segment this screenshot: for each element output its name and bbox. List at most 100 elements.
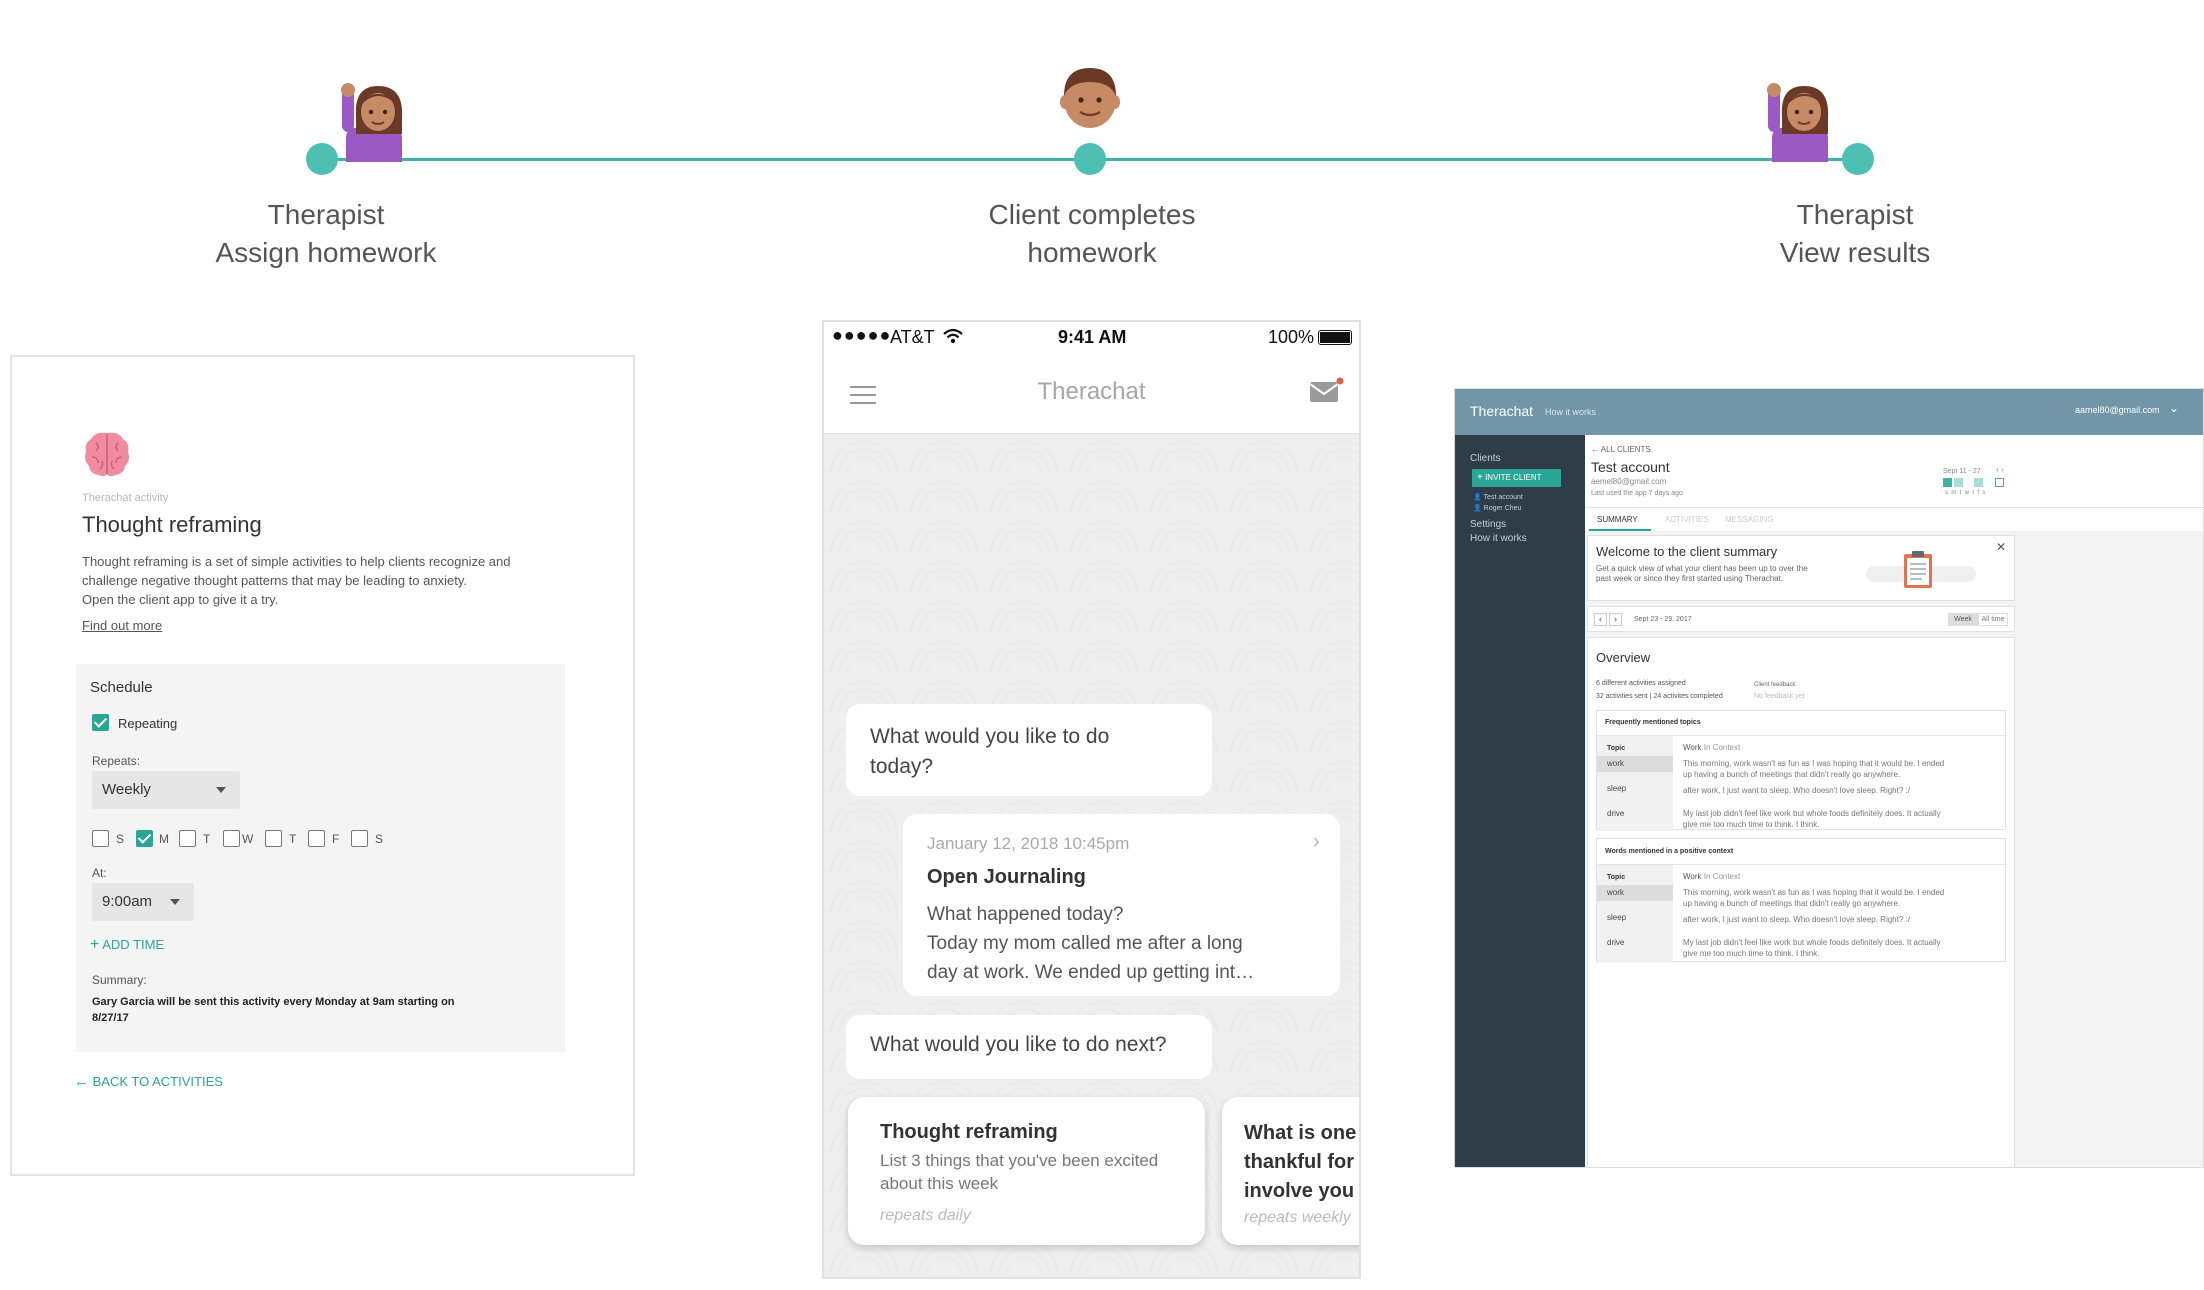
toggle-week[interactable]: Week: [1948, 613, 1978, 626]
repeats-label: Repeats:: [92, 754, 141, 768]
dashboard-sidebar: Clients + INVITE CLIENT 👤 Test account 👤…: [1455, 435, 1585, 1167]
activity-card-thought-reframing[interactable]: Thought reframing List 3 things that you…: [848, 1097, 1205, 1245]
toggle-all-time[interactable]: All time: [1978, 613, 2008, 626]
overview-card: Overview 6 different activities assigned…: [1587, 637, 2015, 1167]
user-icon: 👤: [1473, 505, 1482, 512]
sidebar-client-label: Test account: [1483, 494, 1523, 501]
day-checkbox-mon[interactable]: [136, 830, 153, 847]
summary-content: Welcome to the client summary Get a quic…: [1585, 531, 2203, 1167]
topics-col-topic: Topic: [1607, 745, 1626, 752]
activity-card-title: Thought reframing: [880, 1121, 1058, 1143]
activity-card-body: List 3 things that you've been excited a…: [880, 1149, 1190, 1195]
find-out-more-link[interactable]: Find out more: [82, 618, 163, 633]
question-bubble-next: What would you like to do next?: [846, 1015, 1212, 1079]
activity-card-gratitude[interactable]: What is one thankful for involve you rep…: [1222, 1097, 1359, 1245]
timeline-dot-1: [306, 143, 338, 175]
therapist-raising-hand-icon: [1767, 83, 1829, 162]
signal-icon: ●●●●●: [832, 325, 892, 345]
day-checkbox-thu[interactable]: [265, 830, 282, 847]
summary-label: Summary:: [92, 973, 147, 987]
summary-line: 8/27/17: [92, 1012, 129, 1024]
arrow-left-icon: ←: [1591, 445, 1599, 454]
back-all-clients-link[interactable]: ← ALL CLIENTS: [1591, 445, 1651, 454]
sidebar-item-settings[interactable]: Settings: [1470, 519, 1507, 530]
mini-calendar-nav-icon[interactable]: ‹ ›: [1996, 465, 2004, 474]
positive-row-drive[interactable]: drive: [1607, 938, 1625, 947]
client-email: aemel80@gmail.com: [1591, 477, 1667, 486]
timeline-dot-3: [1842, 143, 1874, 175]
topic-context-line: up having a bunch of meetings that didn'…: [1683, 770, 1901, 779]
close-icon[interactable]: ✕: [1996, 540, 2007, 554]
positive-row-sleep[interactable]: sleep: [1607, 913, 1627, 922]
repeats-dropdown[interactable]: Weekly: [92, 771, 240, 809]
step-2-subtitle: homework: [1027, 237, 1157, 268]
positive-row-work[interactable]: work: [1597, 885, 1673, 901]
positive-col-suffix: In Context: [1703, 872, 1741, 881]
summary-text: Gary Garcia will be sent this activity e…: [92, 994, 552, 1026]
date-range: Sept 23 - 29, 2017: [1634, 616, 1692, 623]
clock: 9:41 AM: [1058, 327, 1127, 347]
repeating-checkbox[interactable]: [92, 714, 109, 731]
time-value: 9:00am: [102, 893, 153, 910]
tab-activities[interactable]: ACTIVITIES: [1665, 515, 1709, 524]
day-label: S: [116, 832, 125, 846]
chevron-down-icon[interactable]: ⌄: [2169, 401, 2180, 415]
day-label: T: [203, 832, 211, 846]
time-dropdown[interactable]: 9:00am: [92, 883, 194, 921]
chevron-left-icon[interactable]: ‹: [1594, 613, 1607, 626]
sidebar-client-roger[interactable]: 👤 Roger Cheu: [1473, 504, 1521, 512]
day-checkbox-fri[interactable]: [308, 830, 325, 847]
day-checkbox-tue[interactable]: [179, 830, 196, 847]
add-time-button[interactable]: + ADD TIME: [90, 936, 164, 954]
topic-row-work[interactable]: work: [1597, 756, 1673, 772]
menu-icon[interactable]: [850, 386, 876, 404]
invite-client-button[interactable]: + INVITE CLIENT: [1472, 469, 1561, 487]
positive-context-line: up having a bunch of meetings that didn'…: [1683, 899, 1901, 908]
topics-col-context: Work In Context: [1683, 743, 1740, 752]
add-time-label: ADD TIME: [102, 937, 165, 952]
back-to-activities-link[interactable]: ← BACK TO ACTIVITIES: [74, 1073, 223, 1090]
topic-row-drive[interactable]: drive: [1607, 809, 1625, 818]
repeats-value: Weekly: [102, 781, 151, 798]
app-nav-bar: Therachat: [824, 352, 1359, 434]
topic-context-line: My last job didn't feel like work but wh…: [1683, 809, 1941, 818]
activity-source: Therachat activity: [82, 492, 169, 504]
positive-context-line: give me too much time to think. I think.: [1683, 949, 1820, 958]
mini-calendar-days: s m t w t f s: [1945, 490, 1986, 496]
welcome-text: Get a quick view of what your client has…: [1596, 564, 1808, 584]
feedback-label: Client feedback:: [1754, 682, 1798, 688]
dashboard-main: ← ALL CLIENTS Test account aemel80@gmail…: [1585, 435, 2203, 1167]
topic-row-sleep[interactable]: sleep: [1607, 784, 1627, 793]
welcome-card: Welcome to the client summary Get a quic…: [1587, 535, 2015, 601]
question-bubble-today: What would you like to do today?: [846, 704, 1212, 796]
day-checkbox-sat[interactable]: [351, 830, 368, 847]
activity-card-title: What is one thankful for involve you: [1244, 1119, 1356, 1206]
user-icon: 👤: [1473, 494, 1482, 501]
journal-entry-card[interactable]: January 12, 2018 10:45pm › Open Journali…: [903, 814, 1340, 996]
tab-summary[interactable]: SUMMARY: [1597, 515, 1638, 524]
step-1-label: Therapist Assign homework: [126, 196, 526, 272]
positive-col-word: Work: [1683, 872, 1702, 881]
day-checkbox-sun[interactable]: [92, 830, 109, 847]
positive-col-context: Work In Context: [1683, 872, 1740, 881]
summary-line: Gary Garcia will be sent this activity e…: [92, 996, 455, 1008]
mini-day-cell: [1954, 478, 1963, 487]
account-email[interactable]: aamel80@gmail.com: [2075, 405, 2160, 415]
activity-card-line: List 3 things that you've been excited: [880, 1151, 1159, 1170]
activity-card-line: thankful for: [1244, 1151, 1354, 1173]
sidebar-item-how-it-works[interactable]: How it works: [1470, 533, 1527, 544]
chevron-right-icon[interactable]: ›: [1609, 613, 1622, 626]
tab-messaging[interactable]: MESSAGING: [1725, 515, 1774, 524]
timeline-dot-2: [1074, 143, 1106, 175]
activity-card-line: What is one: [1244, 1122, 1357, 1144]
carrier: AT&T: [890, 327, 935, 347]
sidebar-client-test-account[interactable]: 👤 Test account: [1473, 493, 1523, 501]
step-3-label: Therapist View results: [1655, 196, 2055, 272]
positive-label-column: [1597, 865, 1673, 963]
step-3-subtitle: View results: [1779, 237, 1931, 268]
plus-icon: +: [90, 936, 100, 953]
mail-icon[interactable]: [1308, 376, 1344, 406]
day-checkbox-wed[interactable]: [223, 830, 240, 847]
how-it-works-link[interactable]: How it works: [1545, 407, 1597, 417]
topic-context: after work, I just want to sleep. Who do…: [1683, 785, 1983, 796]
